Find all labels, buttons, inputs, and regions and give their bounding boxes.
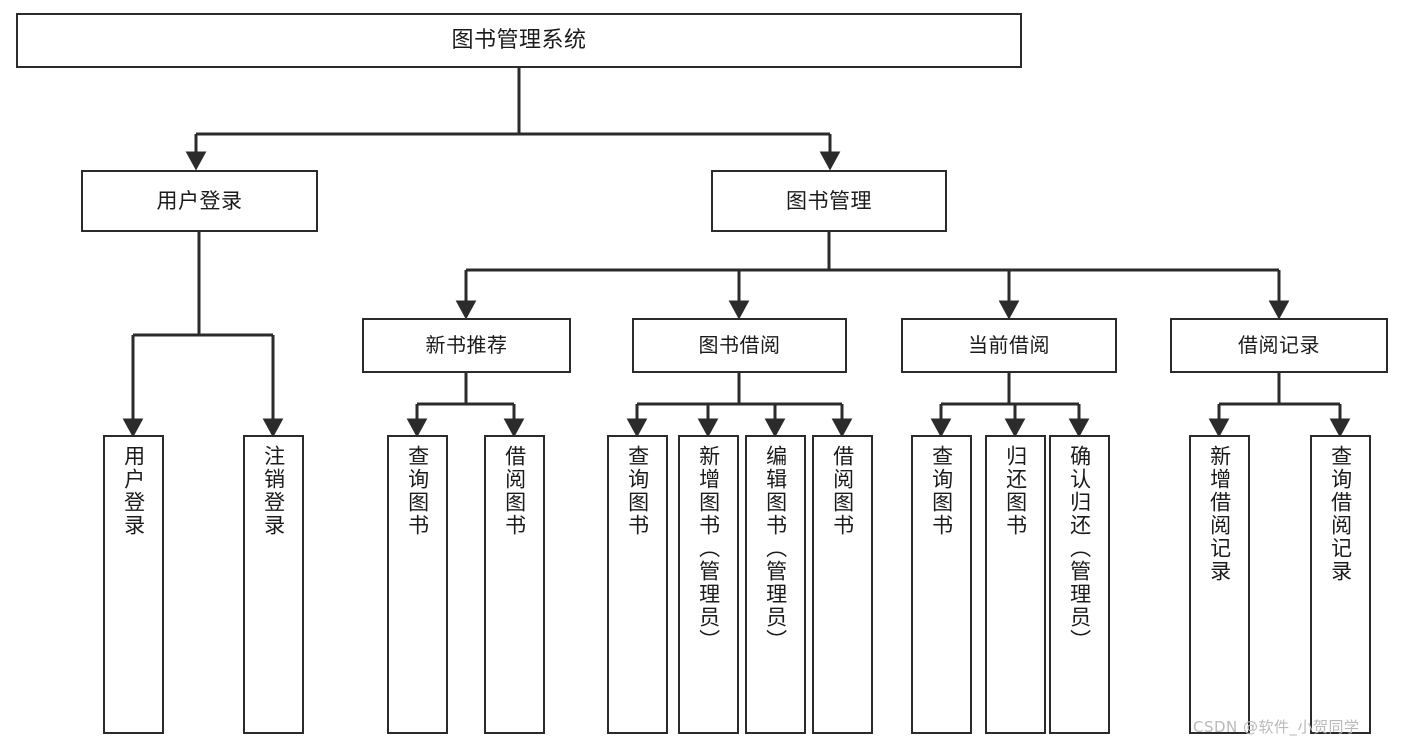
node-root[interactable]: 图书管理系统 — [16, 13, 1022, 68]
node-leaf-user-login[interactable]: 用户登录 — [103, 435, 164, 734]
node-leaf-query-book-1-label: 查询图书 — [405, 445, 430, 537]
node-leaf-edit-book-label: 编辑图书（管理员） — [763, 445, 788, 652]
node-leaf-confirm-return[interactable]: 确认归还（管理员） — [1049, 435, 1110, 734]
node-leaf-query-book-2-label: 查询图书 — [625, 445, 650, 537]
node-user-login[interactable]: 用户登录 — [81, 170, 318, 232]
node-new-book-recommend-label: 新书推荐 — [425, 332, 508, 357]
node-leaf-query-book-3-label: 查询图书 — [929, 445, 954, 537]
node-book-borrow-label: 图书借阅 — [698, 332, 781, 357]
node-book-manage-label: 图书管理 — [786, 188, 872, 213]
node-leaf-user-logout[interactable]: 注销登录 — [243, 435, 304, 734]
node-leaf-query-record-label: 查询借阅记录 — [1328, 445, 1353, 583]
node-leaf-add-record[interactable]: 新增借阅记录 — [1189, 435, 1250, 734]
node-book-borrow[interactable]: 图书借阅 — [632, 318, 847, 373]
node-current-borrow-label: 当前借阅 — [968, 332, 1050, 357]
node-leaf-borrow-book-1[interactable]: 借阅图书 — [484, 435, 545, 734]
node-current-borrow[interactable]: 当前借阅 — [901, 318, 1117, 373]
node-leaf-query-book-3[interactable]: 查询图书 — [911, 435, 972, 734]
node-leaf-user-logout-label: 注销登录 — [261, 445, 286, 537]
node-leaf-confirm-return-label: 确认归还（管理员） — [1067, 445, 1092, 652]
node-new-book-recommend[interactable]: 新书推荐 — [362, 318, 571, 373]
node-leaf-edit-book[interactable]: 编辑图书（管理员） — [745, 435, 806, 734]
node-leaf-add-book-label: 新增图书（管理员） — [696, 445, 721, 652]
node-leaf-user-login-label: 用户登录 — [121, 445, 146, 537]
node-leaf-add-record-label: 新增借阅记录 — [1207, 445, 1232, 583]
node-book-manage[interactable]: 图书管理 — [711, 170, 947, 232]
node-borrow-record[interactable]: 借阅记录 — [1170, 318, 1388, 373]
node-leaf-borrow-book-2-label: 借阅图书 — [830, 445, 855, 537]
node-leaf-return-book-label: 归还图书 — [1003, 445, 1028, 537]
node-leaf-borrow-book-2[interactable]: 借阅图书 — [812, 435, 873, 734]
node-leaf-query-record[interactable]: 查询借阅记录 — [1310, 435, 1371, 734]
csdn-watermark: CSDN @软件_小贺同学 — [1193, 718, 1360, 736]
node-leaf-return-book[interactable]: 归还图书 — [985, 435, 1046, 734]
node-borrow-record-label: 借阅记录 — [1238, 332, 1320, 357]
node-root-label: 图书管理系统 — [451, 27, 587, 53]
node-leaf-add-book[interactable]: 新增图书（管理员） — [678, 435, 739, 734]
node-leaf-borrow-book-1-label: 借阅图书 — [502, 445, 527, 537]
node-leaf-query-book-2[interactable]: 查询图书 — [607, 435, 668, 734]
node-leaf-query-book-1[interactable]: 查询图书 — [387, 435, 448, 734]
node-user-login-label: 用户登录 — [156, 188, 243, 213]
